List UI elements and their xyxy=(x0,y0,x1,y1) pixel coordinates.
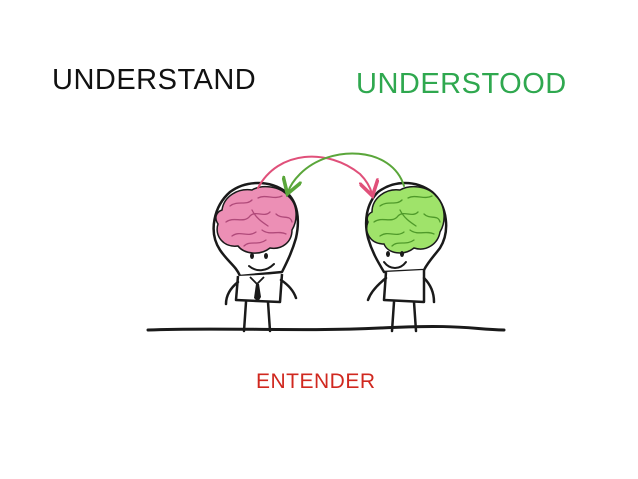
left-figure xyxy=(212,181,300,333)
left-eye-2 xyxy=(264,253,268,259)
right-body xyxy=(382,270,426,304)
left-tie xyxy=(254,284,261,302)
green-arrow-icon xyxy=(288,152,405,192)
right-eye-2 xyxy=(400,251,404,257)
pink-arrow-icon xyxy=(257,155,372,194)
right-smile xyxy=(383,261,407,269)
left-smile xyxy=(248,263,275,272)
entender-label: ENTENDER xyxy=(256,370,376,393)
understand-label: UNDERSTAND xyxy=(52,64,257,96)
left-eye xyxy=(250,253,254,259)
right-figure xyxy=(364,181,448,333)
right-eye xyxy=(386,251,390,257)
ground-line xyxy=(146,324,506,332)
understood-label: UNDERSTOOD xyxy=(356,68,567,100)
